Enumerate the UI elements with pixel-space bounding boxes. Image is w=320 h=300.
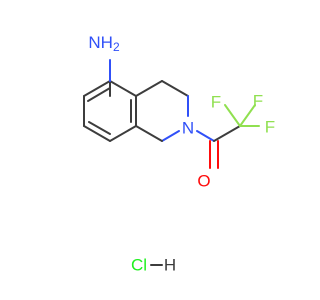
carbonyl-oxygen-label: O: [197, 172, 210, 191]
trifluoroacetyl-group: [196, 104, 260, 169]
fluorine-top-left-label: F: [211, 93, 221, 112]
bond-c7-c8-inner: [88, 121, 111, 135]
bond-c7-c8: [83, 125, 111, 142]
bond-n2-carbonyl: [196, 130, 215, 142]
tetrahydro-ring: [135, 80, 189, 142]
bond-carbonyl-cf3: [213, 125, 241, 142]
amine-subscript: 2: [113, 40, 120, 54]
bond-c4-c3: [161, 80, 189, 97]
ring-nitrogen-label: N: [182, 119, 194, 138]
bond-n2-c1: [161, 130, 180, 142]
chloride-label: Cl: [131, 256, 147, 275]
bond-c5-c6: [83, 80, 111, 97]
bond-c8-c8a: [109, 125, 137, 142]
bond-cf3-f-right: [239, 104, 256, 127]
bond-c4a-c5: [109, 80, 137, 97]
benzene-ring: [83, 80, 137, 142]
bond-c4a-c4: [135, 80, 163, 97]
molecule-diagram: NH2 N O F F F Cl H: [83, 33, 275, 275]
amine-label: NH2: [88, 33, 120, 55]
fluorine-top-right-label: F: [253, 92, 263, 111]
fluorine-right-label: F: [265, 118, 275, 137]
bond-cf3-f-left: [224, 104, 241, 127]
salt-hydrogen-label: H: [164, 256, 176, 275]
bond-c1-c8a: [135, 125, 163, 142]
bond-c6-c6-inner: [87, 87, 111, 102]
